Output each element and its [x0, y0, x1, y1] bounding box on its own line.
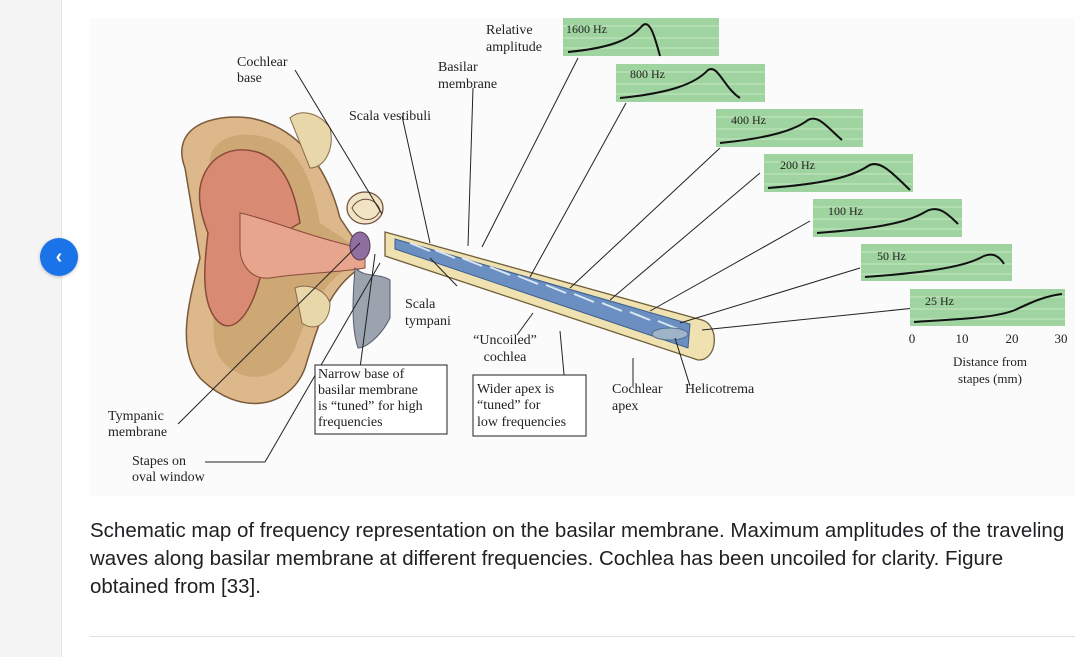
tick-0: 0 [909, 331, 916, 346]
label-relative-1: Relative [486, 23, 533, 38]
panel-100hz: 100 Hz [813, 199, 962, 237]
tick-10: 10 [956, 331, 969, 346]
panel-label-100: 100 Hz [828, 204, 863, 218]
label-narrow-4: frequencies [318, 415, 383, 430]
label-tympanic-1: Tympanic [108, 409, 164, 424]
panel-label-25: 25 Hz [925, 294, 954, 308]
label-wider-2: “tuned” for [477, 398, 541, 413]
panel-400hz: 400 Hz [716, 109, 863, 147]
tick-30: 30 [1055, 331, 1068, 346]
leader-lines [177, 57, 916, 463]
divider [90, 636, 1075, 637]
label-uncoiled-2: cochlea [484, 350, 528, 365]
panel-25hz: 25 Hz [910, 289, 1065, 326]
distance-label-line1: Distance from [953, 354, 1027, 369]
label-wider-1: Wider apex is [477, 382, 554, 397]
panel-label-1600: 1600 Hz [566, 22, 607, 36]
panel-800hz: 800 Hz [616, 64, 765, 102]
label-basilar-1: Basilar [438, 60, 478, 75]
ear-illustration [181, 112, 391, 405]
panel-label-200: 200 Hz [780, 158, 815, 172]
panel-label-400: 400 Hz [731, 113, 766, 127]
frequency-panels: 1600 Hz 800 Hz 400 Hz 200 Hz 100 Hz [563, 18, 1065, 326]
label-relative-2: amplitude [486, 40, 542, 55]
label-cochlear-apex-1: Cochlear [612, 382, 663, 397]
diagram-labels: Cochlear base Scala vestibuli Basilar me… [108, 23, 755, 485]
distance-label-line2: stapes (mm) [958, 371, 1022, 386]
label-cochlear-base-1: Cochlear [237, 55, 288, 70]
label-scala-tympani-2: tympani [405, 314, 451, 329]
label-wider-3: low frequencies [477, 415, 566, 430]
panel-label-800: 800 Hz [630, 67, 665, 81]
label-basilar-2: membrane [438, 77, 497, 92]
panel-50hz: 50 Hz [861, 244, 1012, 281]
label-scala-vestibuli: Scala vestibuli [349, 109, 431, 124]
label-scala-tympani-1: Scala [405, 297, 436, 312]
cochlea-diagram: 1600 Hz 800 Hz 400 Hz 200 Hz 100 Hz [108, 18, 1068, 485]
uncoiled-cochlea [384, 231, 715, 361]
label-stapes-1: Stapes on [132, 454, 186, 469]
panel-label-50: 50 Hz [877, 249, 906, 263]
back-button[interactable]: ‹ [40, 238, 78, 276]
label-narrow-2: basilar membrane [318, 383, 418, 398]
figure: 1600 Hz 800 Hz 400 Hz 200 Hz 100 Hz [90, 18, 1075, 496]
distance-axis: 0 10 20 30 Distance from stapes (mm) [909, 331, 1068, 386]
label-narrow-3: is “tuned” for high [318, 399, 423, 414]
label-uncoiled-1: “Uncoiled” [473, 333, 537, 348]
panel-1600hz: 1600 Hz [563, 18, 719, 57]
chevron-left-icon: ‹ [55, 245, 63, 268]
left-rail [0, 0, 62, 657]
figure-caption: Schematic map of frequency representatio… [90, 519, 1065, 598]
label-stapes-2: oval window [132, 470, 206, 485]
panel-200hz: 200 Hz [764, 154, 913, 192]
label-tympanic-2: membrane [108, 425, 167, 440]
label-helicotrema: Helicotrema [685, 382, 755, 397]
label-narrow-1: Narrow base of [318, 367, 405, 382]
label-cochlear-base-2: base [237, 71, 262, 86]
label-cochlear-apex-2: apex [612, 399, 638, 414]
tick-20: 20 [1006, 331, 1019, 346]
